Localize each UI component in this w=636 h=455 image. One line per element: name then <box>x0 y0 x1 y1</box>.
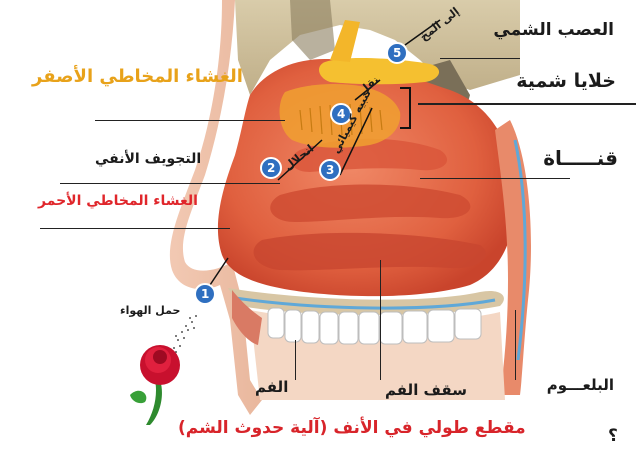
label-olfactory-nerve: العصب الشمي <box>493 22 614 39</box>
label-olfactory-cells: خلايا شمية <box>516 72 616 91</box>
label-palate: سقف الفم <box>385 383 467 398</box>
label-nasal-cavity: التجويف الأنفي <box>95 152 201 166</box>
label-mouth: الفم <box>255 380 288 395</box>
diagram-caption: مقطع طولي في الأنف (آلية حدوث الشم) <box>178 420 526 437</box>
label-pharynx: البلعـــوم <box>547 378 614 393</box>
step-1-number: 1 <box>201 288 209 300</box>
step-5-number: 5 <box>393 47 401 59</box>
step-3-number: 3 <box>326 164 334 176</box>
label-red-mucosa: الغشاء المخاطي الأحمر <box>38 194 198 208</box>
step-4-number: 4 <box>337 108 345 120</box>
step-2-number: 2 <box>267 162 275 174</box>
label-air-carrying: حمل الهواء <box>120 305 180 316</box>
label-canal: قنـــــاة <box>543 148 618 168</box>
stray-question-mark: ؟ <box>608 428 618 445</box>
label-yellow-mucosa: الغشاء المخاطي الأصفر <box>32 68 243 86</box>
